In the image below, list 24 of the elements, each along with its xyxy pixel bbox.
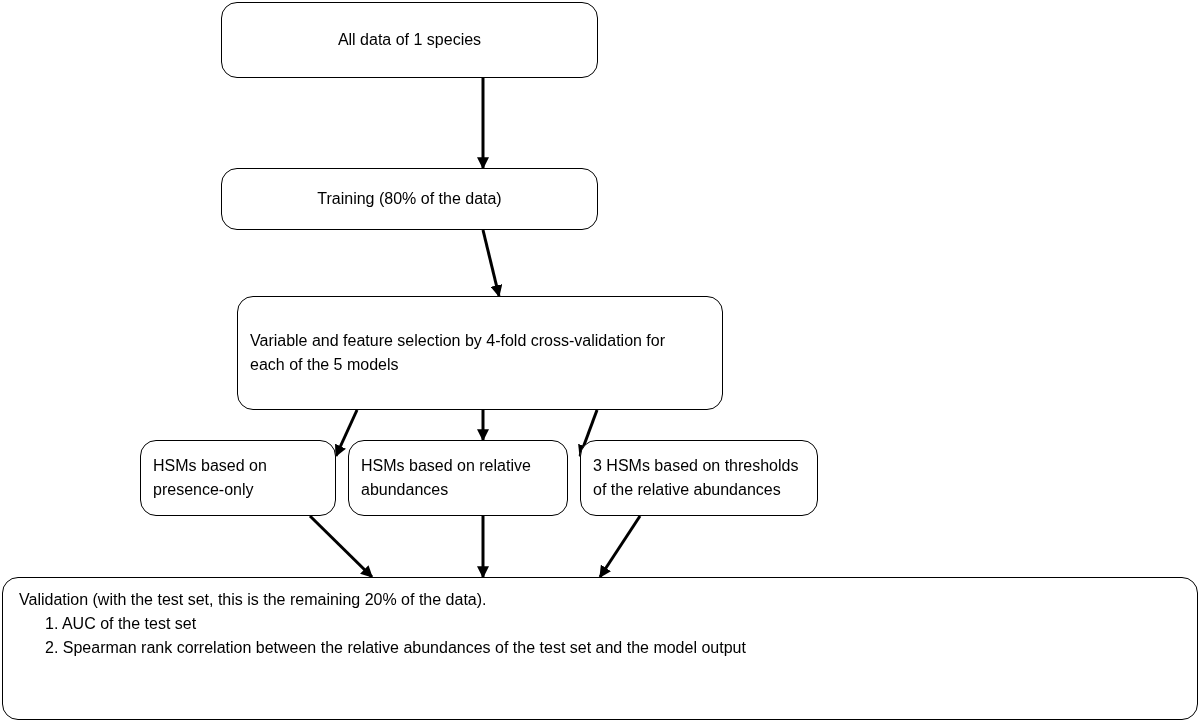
arrow xyxy=(334,409,359,458)
process-box xyxy=(221,168,598,230)
arrow xyxy=(598,515,642,578)
arrow xyxy=(578,409,599,458)
process-box xyxy=(237,296,723,410)
process-box xyxy=(140,440,336,516)
box-label: 3 HSMs based on thresholds of the relative abundances xyxy=(593,456,800,500)
process-box xyxy=(2,577,1198,720)
box-label: Training (80% of the data) xyxy=(317,189,502,209)
arrow xyxy=(477,516,489,579)
process-box xyxy=(221,2,598,78)
box-label: Validation (with the test set, this is the remaining 20% of the data). xyxy=(19,590,487,610)
box-label: Variable and feature selection by 4-fold cross-validation for each of the 5 models xyxy=(250,331,667,375)
arrow xyxy=(477,410,489,442)
list-item: 1. AUC of the test set xyxy=(44,614,197,634)
arrow xyxy=(308,514,374,579)
process-box xyxy=(580,440,818,516)
box-label: HSMs based on relative abundances xyxy=(361,456,532,500)
box-label: HSMs based on presence-only xyxy=(153,456,268,500)
process-box xyxy=(348,440,568,516)
arrow xyxy=(481,229,503,298)
list-item: 2. Spearman rank correlation between the relative abundances of the test set and the model output xyxy=(44,638,746,658)
arrow xyxy=(477,78,489,170)
box-label: All data of 1 species xyxy=(337,30,482,50)
